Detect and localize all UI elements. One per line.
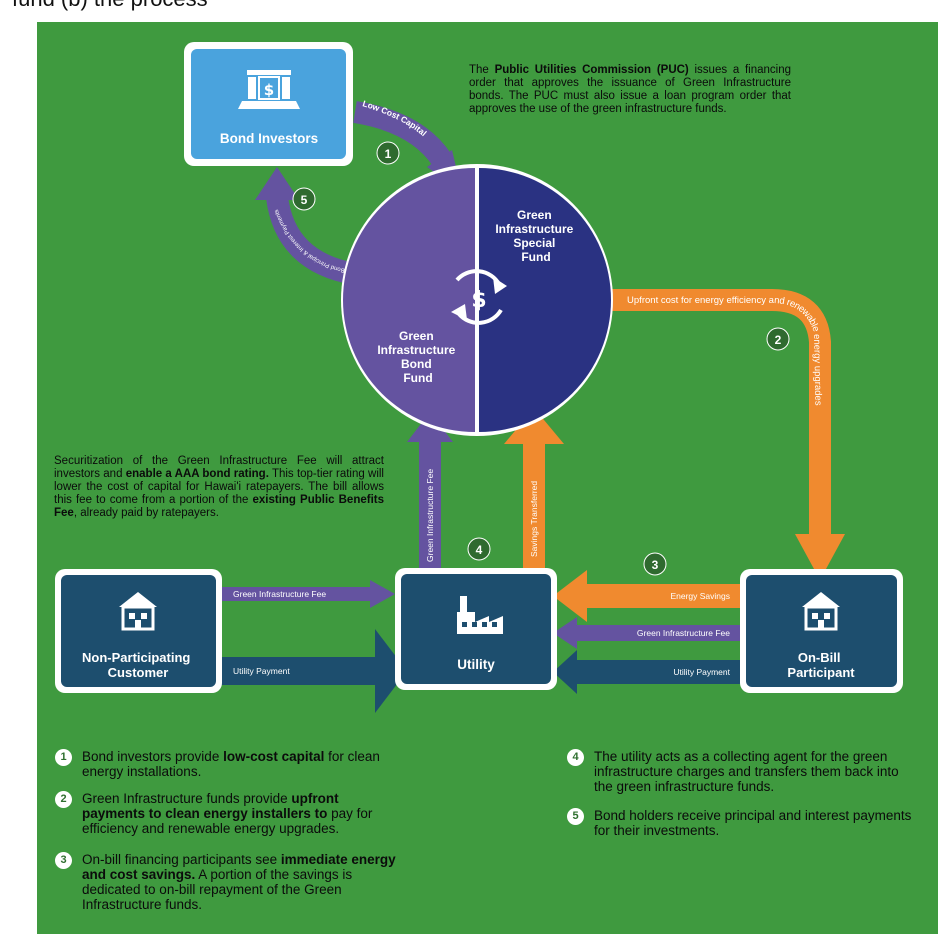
gi-fee-right-label: Green Infrastructure Fee [637, 628, 730, 638]
securitization-bold-1: enable a AAA bond rating. [125, 468, 269, 480]
legend-text: On-bill financing participants see immed… [82, 852, 396, 912]
securitization-bold-2: existing Public Benefits Fee [54, 494, 384, 519]
step-marker-2: 2 [766, 327, 790, 351]
step-marker-4: 4 [467, 537, 491, 561]
bond-fund-label: Green Infrastructure Bond Fund [377, 329, 458, 385]
utility-payment-left-arrow [220, 657, 378, 685]
top-caption: fund (b) the process [0, 0, 938, 22]
puc-note-text-2: issues a financing order that approves t… [469, 64, 791, 115]
legend-number: 3 [55, 852, 72, 869]
gi-fee-right-arrowhead [553, 617, 577, 649]
securitization-text-3: , already paid by ratepayers. [73, 507, 219, 519]
energy-savings-arrow [585, 584, 740, 608]
bond-investors-label: Bond Investors [220, 131, 318, 146]
legend-text: Bond investors provide low-cost capital … [82, 749, 380, 779]
utility-payment-left-arrowhead [375, 629, 407, 713]
bond-payments-arrowhead [255, 167, 299, 200]
securitization-text-2: This top-tier rating will lower the cost… [54, 468, 384, 506]
diagram-panel: Low Cost Capital Bond Principal & Intere… [37, 22, 938, 934]
energy-savings-label: Energy Savings [670, 591, 730, 601]
factory-icon [457, 596, 503, 634]
bond-fund-half [343, 168, 475, 432]
top-caption-text: fund (b) the process [12, 0, 208, 12]
legend-item-5: 5 Bond holders receive principal and int… [567, 808, 912, 842]
on-bill-node: On-Bill Participant [740, 569, 903, 693]
svg-text:3: 3 [652, 558, 659, 572]
fund-circle: Green Infrastructure Special Fund Green … [341, 164, 613, 436]
legend-item-3: 3 On-bill financing participants see imm… [55, 852, 405, 918]
upfront-cost-arrowhead [795, 534, 845, 580]
legend-number: 5 [567, 808, 584, 825]
on-bill-label: On-Bill Participant [787, 650, 855, 680]
step-marker-3: 3 [643, 552, 667, 576]
legend-item-2: 2 Green Infrastructure funds provide upf… [55, 791, 405, 841]
svg-text:4: 4 [476, 543, 483, 557]
gi-fee-left-arrowhead [370, 580, 395, 608]
upfront-cost-arrow [607, 289, 831, 537]
svg-text:1: 1 [385, 147, 392, 161]
bond-payments-arrow [266, 195, 358, 285]
gi-fee-right-arrow [575, 625, 740, 641]
legend-number: 2 [55, 791, 72, 808]
securitization-text-1: Securitization of the Green Infrastructu… [54, 455, 384, 480]
utility-payment-right-arrowhead [553, 650, 577, 694]
special-fund-half [479, 168, 611, 432]
dollar-cycle-icon: $ [451, 269, 507, 325]
non-participating-node: Non-Participating Customer [55, 569, 222, 693]
puc-note-text-1: The [469, 64, 495, 76]
gi-fee-left-label: Green Infrastructure Fee [233, 589, 326, 599]
low-cost-capital-arrow [353, 101, 452, 167]
step-marker-1: 1 [376, 141, 400, 165]
step-marker-5: 5 [292, 187, 316, 211]
savings-transferred-label: Savings Transferred [529, 481, 539, 557]
utility-payment-right-arrow [575, 660, 740, 684]
legend-text: Green Infrastructure funds provide upfro… [82, 791, 373, 836]
house-icon [119, 592, 157, 631]
bond-investors-node: $ Bond Investors [184, 42, 353, 166]
house-icon [802, 592, 840, 631]
legend-item-4: 4 The utility acts as a collecting agent… [567, 749, 912, 799]
savings-transferred-arrow [523, 442, 545, 569]
non-participating-label: Non-Participating Customer [82, 650, 194, 680]
puc-note: The Public Utilities Commission (PUC) is… [469, 64, 791, 116]
puc-note-bold: Public Utilities Commission (PUC) [494, 64, 689, 76]
legend-text: The utility acts as a collecting agent f… [594, 749, 899, 794]
svg-text:5: 5 [301, 193, 308, 207]
flow-diagram: Low Cost Capital Bond Principal & Intere… [55, 42, 903, 713]
utility-payment-right-label: Utility Payment [673, 667, 730, 677]
gi-fee-vertical-arrow [419, 437, 441, 569]
gi-fee-vertical-label: Green Infrastructure Fee [425, 469, 435, 562]
bank-icon: $ [238, 70, 300, 109]
utility-payment-left-label: Utility Payment [233, 666, 290, 676]
utility-node: Utility [395, 568, 557, 690]
svg-text:2: 2 [775, 333, 782, 347]
savings-transferred-arrowhead [504, 408, 564, 444]
securitization-note: Securitization of the Green Infrastructu… [54, 455, 384, 520]
special-fund-label: Green Infrastructure Special Fund [495, 208, 576, 264]
legend-text: Bond holders receive principal and inter… [594, 808, 912, 838]
svg-text:$: $ [471, 288, 486, 313]
gi-fee-left-arrow [220, 587, 372, 601]
utility-label: Utility [457, 657, 495, 672]
svg-text:$: $ [264, 81, 274, 99]
legend-number: 1 [55, 749, 72, 766]
legend-number: 4 [567, 749, 584, 766]
energy-savings-arrowhead [553, 570, 587, 622]
legend-item-1: 1 Bond investors provide low-cost capita… [55, 749, 405, 783]
